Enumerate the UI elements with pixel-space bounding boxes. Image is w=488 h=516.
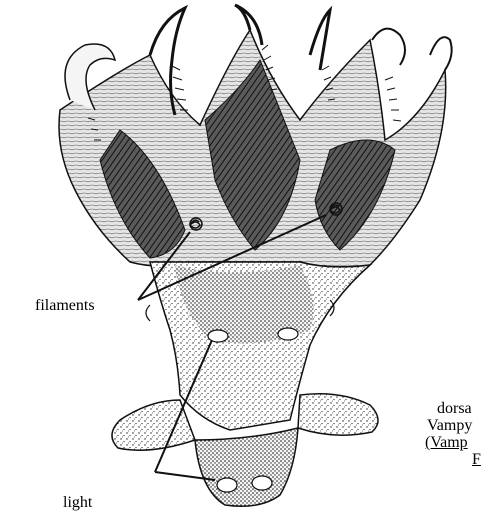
caption-line-1: dorsa	[437, 400, 472, 418]
light-label: light	[63, 494, 92, 512]
photophore-right	[252, 476, 272, 490]
fin-right	[298, 394, 378, 435]
caption-line-2: Vampy	[427, 417, 472, 435]
caption-line-4: F	[472, 451, 481, 469]
mantle-tip	[195, 428, 298, 506]
photophore-left	[217, 478, 237, 492]
arm-tip-6	[430, 37, 452, 70]
nub-left	[146, 305, 150, 321]
filaments-label: filaments	[35, 297, 95, 315]
arm-tip-5	[372, 29, 405, 65]
eye-right	[278, 328, 298, 340]
caption-line-3: (Vamp	[425, 434, 468, 452]
arm-tip-4	[310, 10, 330, 70]
